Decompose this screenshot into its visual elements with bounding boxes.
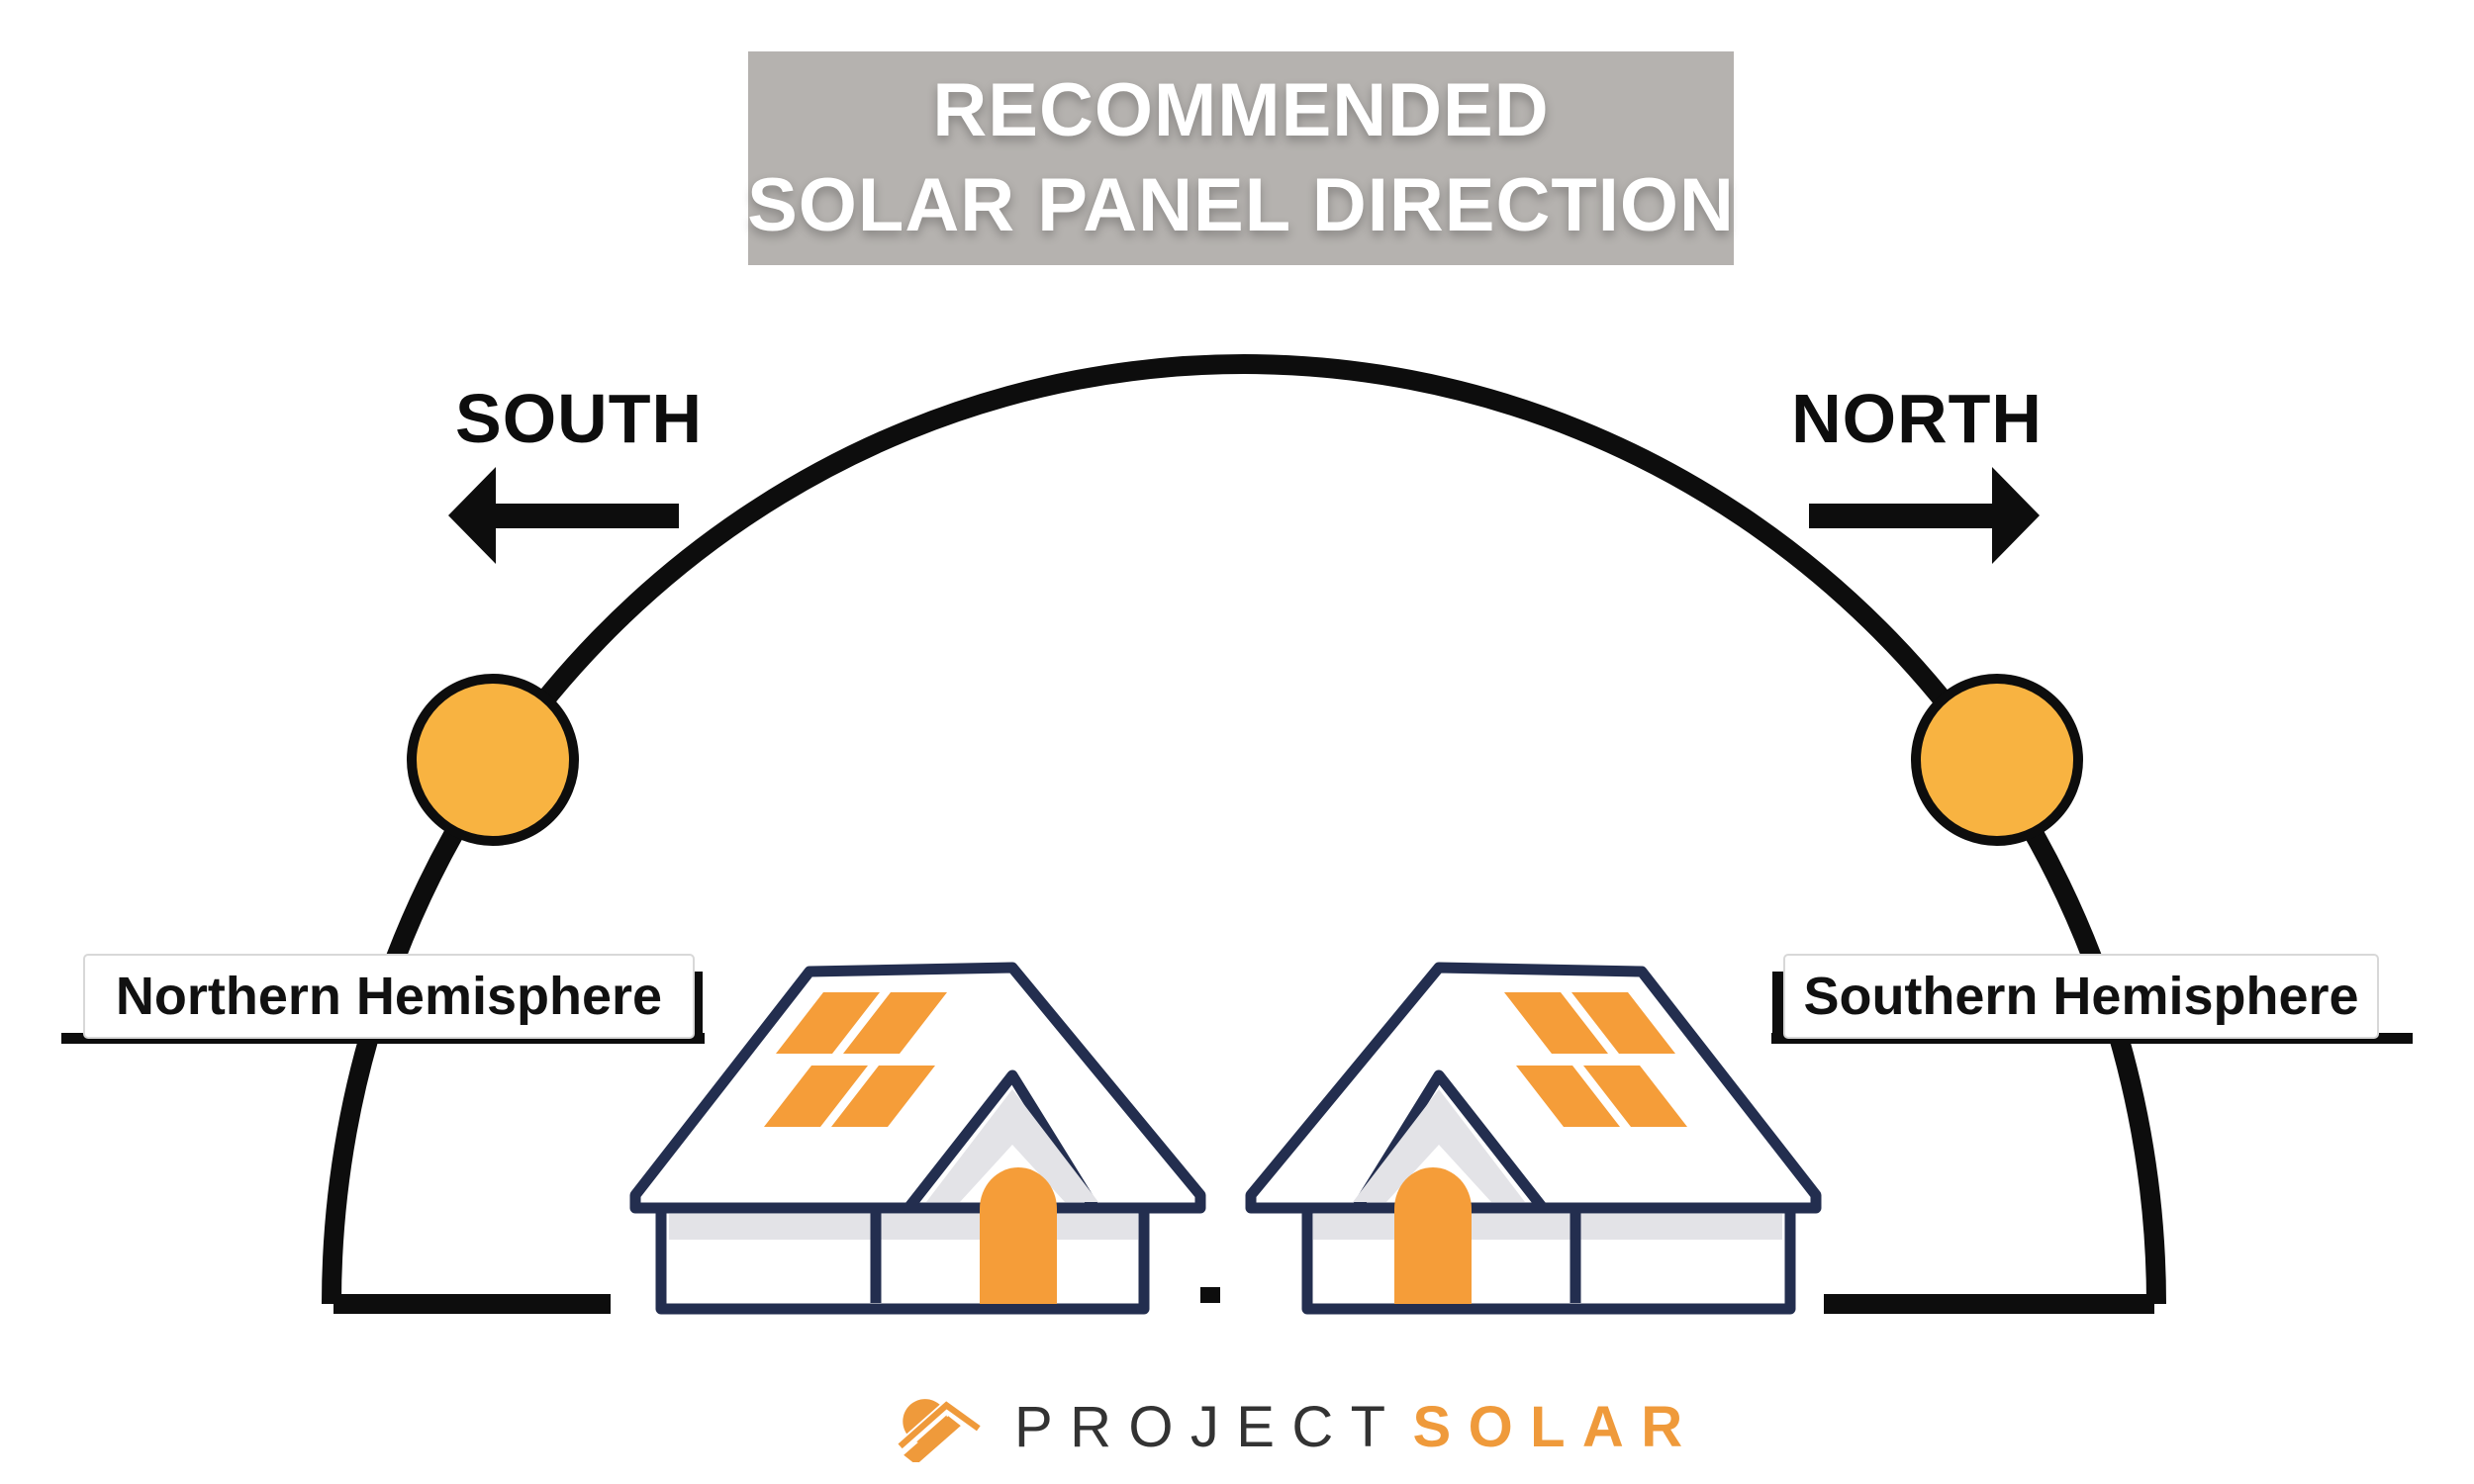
title-line-1: RECOMMENDED [932,68,1550,152]
north-label: NORTH [1791,380,2043,457]
solar-panel [1583,1066,1687,1127]
arrow-left-icon [448,467,679,564]
south-label: SOUTH [455,380,703,457]
door [1394,1167,1472,1304]
sun-path-arc [322,354,2166,1305]
solar-panel [764,1066,868,1127]
southern-hemisphere-side-bar [1772,972,1784,1044]
logo-text-project: PROJECT [1014,1394,1403,1459]
logo-text-solar: SOLAR [1412,1394,1700,1459]
southern-hemisphere-label: Southern Hemisphere [1783,954,2379,1039]
title-line-2: SOLAR PANEL DIRECTION [747,163,1735,247]
door [980,1167,1057,1304]
project-solar-logo: PROJECT SOLAR [896,1391,1700,1462]
sun-icon [1911,674,2083,846]
house-solar-panels-facing-south [629,962,1206,1315]
sun-icon [407,674,579,846]
sun-roof-solar-panel-icon [896,1399,983,1462]
solar-panel [776,992,880,1054]
separator-dot [1200,1287,1220,1303]
solar-panel [1504,992,1608,1054]
house-solar-panels-facing-north [1245,962,1822,1315]
eave-shadow [669,1214,1138,1240]
northern-hemisphere-label: Northern Hemisphere [83,954,695,1039]
arrow-right-icon [1809,467,2040,564]
eave-shadow [1313,1214,1782,1240]
title-box: RECOMMENDED SOLAR PANEL DIRECTION [747,51,1735,265]
solar-panel [831,1066,935,1127]
solar-panel [843,992,947,1054]
solar-panel [1516,1066,1620,1127]
solar-panel [1571,992,1675,1054]
